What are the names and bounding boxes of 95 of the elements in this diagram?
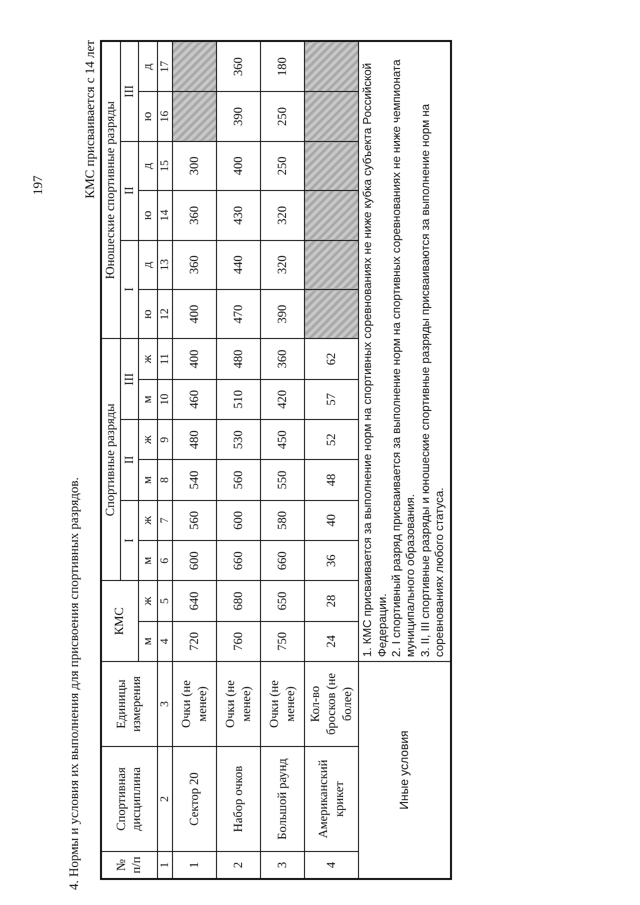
column-header: м <box>138 621 158 662</box>
value-text: 550 <box>260 460 305 500</box>
value-text: 36 <box>304 540 359 581</box>
column-header: ж <box>138 500 158 541</box>
value-text: 390 <box>216 92 261 142</box>
value-text: 480 <box>216 338 261 380</box>
row-number: 1 <box>172 852 217 879</box>
column-number: 7 <box>157 500 173 541</box>
column-header: ю <box>138 289 158 339</box>
value-text: 540 <box>172 460 217 500</box>
column-header: Спортивная дисциплина <box>101 746 158 852</box>
value-text: 560 <box>216 460 261 500</box>
value-text: 57 <box>304 379 359 420</box>
value-text: 510 <box>216 379 261 420</box>
value-text: 600 <box>216 500 261 541</box>
value-text: 52 <box>304 420 359 460</box>
note-text: 2. I спортивный разряд присваивается за выполнение норм на спортивных соревнованиях не ниже чемпионата муниципального образования. <box>390 58 418 657</box>
column-number: 10 <box>157 379 173 420</box>
unit-text: Кол-во бросков (не более) <box>304 662 359 746</box>
row-number: 4 <box>304 852 359 879</box>
value-text: 430 <box>216 190 261 240</box>
column-header: ю <box>138 190 158 240</box>
note-text: 1. КМС присваивается за выполнение норм на спортивных соревнованиях не ниже кубка субъекта Российской Федерации. <box>361 62 390 657</box>
value-text: 420 <box>260 379 305 420</box>
column-number: 11 <box>157 338 173 380</box>
column-number: 9 <box>157 420 173 460</box>
column-header: м <box>138 379 158 420</box>
value-text: 400 <box>216 141 261 191</box>
value-text: 360 <box>260 338 305 380</box>
value-text: 360 <box>172 240 217 290</box>
value-text: 470 <box>216 289 261 339</box>
page-number: 197 <box>30 176 46 195</box>
value-text: 400 <box>172 338 217 380</box>
column-number: 14 <box>157 190 173 240</box>
value-text: 560 <box>172 500 217 541</box>
column-header: д <box>138 240 158 290</box>
value-text: 40 <box>304 500 359 541</box>
value-text: 760 <box>216 621 261 662</box>
column-header: ж <box>138 580 158 622</box>
discipline-name: Сектор 20 <box>172 746 217 852</box>
table-title: 4. Нормы и условия их выполнения для присвоения спортивных разрядов. <box>66 477 82 890</box>
column-header: I <box>120 500 139 581</box>
column-number: 4 <box>157 621 173 662</box>
value-text: 680 <box>216 580 261 622</box>
column-header: ж <box>138 338 158 380</box>
value-text: 480 <box>172 420 217 460</box>
row-number: 2 <box>216 852 261 879</box>
column-header: ю <box>138 92 158 142</box>
column-header: м <box>138 460 158 500</box>
unit-text: Очки (не менее) <box>260 662 305 746</box>
column-number: 1 <box>157 852 173 879</box>
column-number: 8 <box>157 460 173 500</box>
column-header: № п/п <box>101 852 158 879</box>
column-header: II <box>120 420 139 500</box>
column-header: д <box>138 141 158 191</box>
discipline-name: Американский крикет <box>304 746 359 852</box>
value-text: 640 <box>172 580 217 622</box>
column-header: Спортивные разряды <box>101 338 120 581</box>
value-text: 440 <box>216 240 261 290</box>
discipline-name: Набор очков <box>216 746 261 852</box>
column-number: 6 <box>157 540 173 581</box>
column-header: ж <box>138 420 158 460</box>
row-number: 3 <box>260 852 305 879</box>
value-text: 28 <box>304 580 359 622</box>
value-text: 720 <box>172 621 217 662</box>
value-text: 750 <box>260 621 305 662</box>
column-number: 15 <box>157 141 173 191</box>
column-header: м <box>138 540 158 581</box>
unit-text: Очки (не менее) <box>216 662 261 746</box>
column-number: 2 <box>157 746 173 852</box>
value-text: 580 <box>260 500 305 541</box>
value-text: 400 <box>172 289 217 339</box>
discipline-name: Большой раунд <box>260 746 305 852</box>
column-header: КМС <box>101 580 139 662</box>
value-text: 360 <box>172 190 217 240</box>
value-text: 660 <box>216 540 261 581</box>
column-header: I <box>120 240 139 339</box>
unit-text: Очки (не менее) <box>172 662 217 746</box>
value-text: 48 <box>304 460 359 500</box>
column-number: 12 <box>157 289 173 339</box>
column-number: 13 <box>157 240 173 290</box>
value-text: 450 <box>260 420 305 460</box>
column-header: III <box>120 338 139 420</box>
column-number: 3 <box>157 662 173 746</box>
value-text: 600 <box>172 540 217 581</box>
value-text: 24 <box>304 621 359 662</box>
value-text: 460 <box>172 379 217 420</box>
value-text: 650 <box>260 580 305 622</box>
column-number: 5 <box>157 580 173 622</box>
note-text: 3. II, III спортивные разряды и юношеские спортивные разряды присваиваются за выполнение норм на соревнованиях любого статуса. <box>418 102 448 657</box>
note-text: КМС присваивается с 14 лет <box>82 40 98 199</box>
column-header: II <box>120 141 139 240</box>
column-header: Единицы измерения <box>101 662 158 746</box>
value-text: 660 <box>260 540 305 581</box>
value-text: 530 <box>216 420 261 460</box>
